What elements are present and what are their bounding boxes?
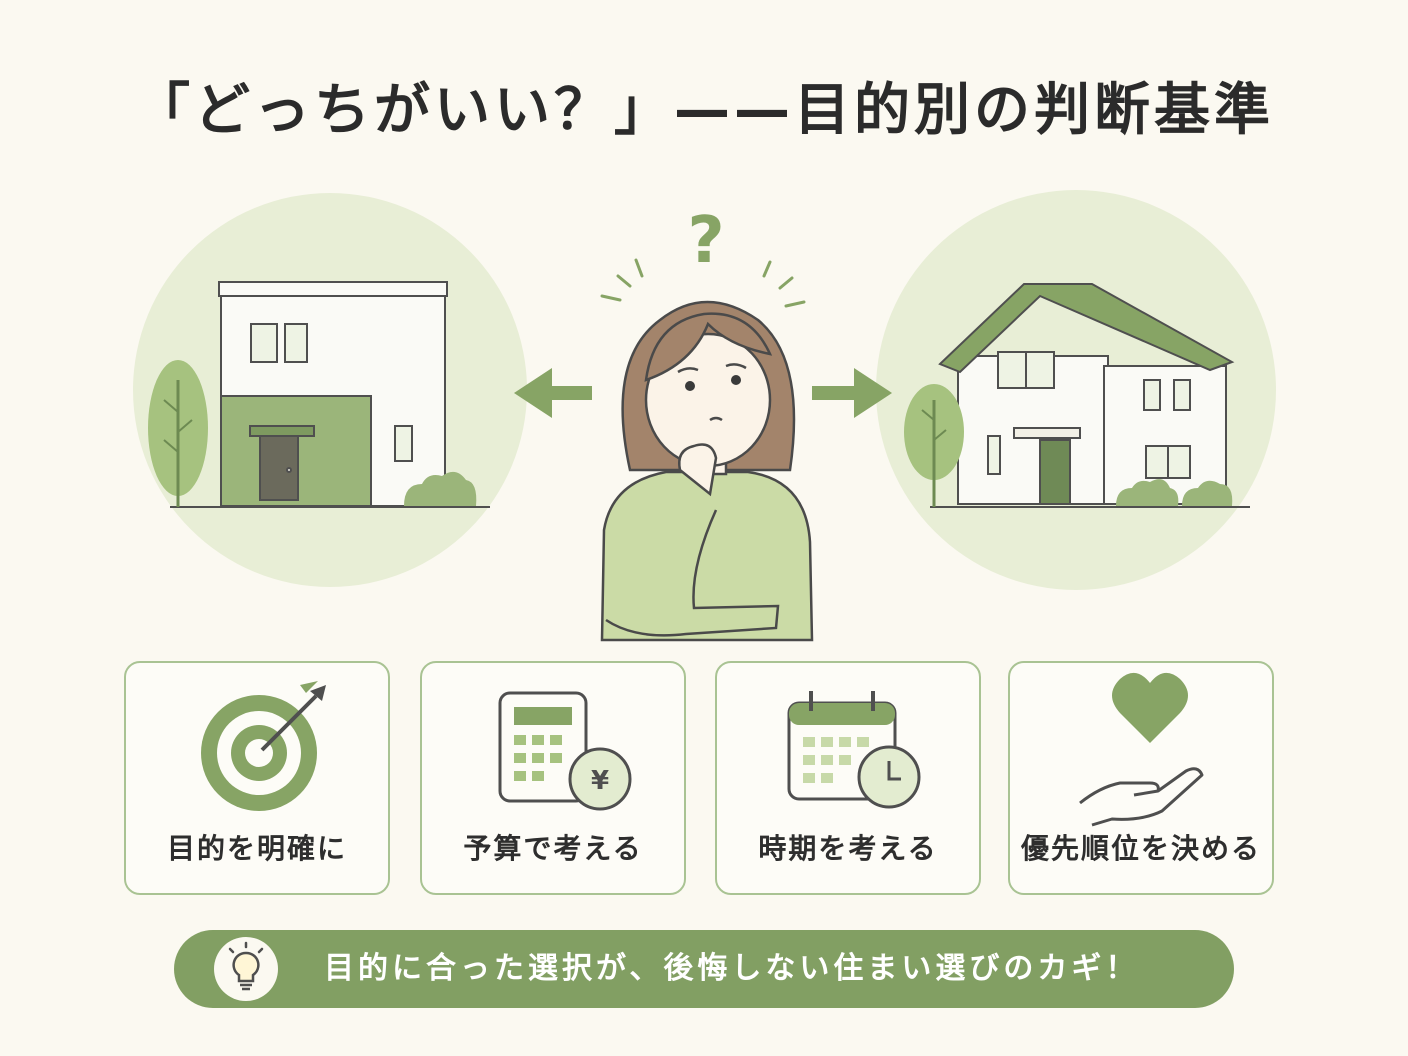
bottom-banner: 目的に合った選択が、後悔しない住まい選びのカギ！	[174, 930, 1234, 1008]
card-priority: 優先順位を決める	[1008, 661, 1274, 895]
banner-text: 目的に合った選択が、後悔しない住まい選びのカギ！	[324, 951, 1140, 986]
sparkle-lines-icon	[600, 258, 806, 308]
right-bush-icon	[1116, 479, 1179, 506]
card-label: 時期を考える	[758, 832, 938, 865]
right-tree-icon	[904, 384, 964, 507]
lightbulb-icon	[228, 941, 264, 991]
page-title: 「どっちがいい？」——目的別の判断基準	[134, 78, 1274, 143]
card-purpose: 目的を明確に	[124, 661, 390, 895]
card-label: 優先順位を決める	[1020, 832, 1261, 865]
left-tree-icon	[148, 360, 208, 507]
modern-house-icon	[170, 281, 490, 508]
arrow-right-icon	[812, 368, 892, 418]
heart-hand-icon	[1079, 672, 1204, 827]
lightbulb-badge	[214, 937, 278, 1001]
card-label: 予算で考える	[463, 832, 643, 865]
calculator-yen-icon: ¥	[498, 691, 632, 811]
calendar-clock-icon	[787, 691, 921, 809]
left-bush-icon	[404, 471, 477, 506]
question-mark: ?	[687, 204, 724, 278]
card-label: 目的を明確に	[166, 832, 347, 865]
yen-symbol: ¥	[591, 766, 609, 796]
thinking-woman-icon	[600, 300, 814, 642]
arrow-left-icon	[514, 368, 592, 418]
target-icon	[201, 681, 326, 811]
traditional-house-icon	[930, 283, 1250, 508]
illustration-scene: ?	[133, 190, 1276, 642]
card-timing: 時期を考える	[715, 661, 981, 895]
card-budget: ¥ 予算で考える	[420, 661, 686, 895]
right-bush-icon	[1182, 480, 1233, 506]
